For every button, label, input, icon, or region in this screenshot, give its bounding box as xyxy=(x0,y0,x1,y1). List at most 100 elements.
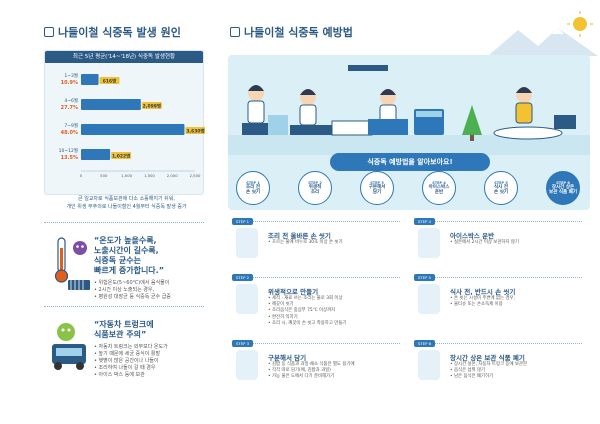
picnic-illustration xyxy=(228,65,590,155)
value-label-bg xyxy=(185,127,205,134)
step-circle-4: STEP 4 아이스박스 운반 xyxy=(422,171,456,205)
discard-food-icon xyxy=(418,350,440,380)
step-label: 장시간 상온 xyxy=(551,184,575,190)
first-aid-icon xyxy=(230,27,240,37)
card-divider xyxy=(232,277,400,278)
card-bullet: 세척 · 재료 쓰는 조리는 물로 3회 이상 xyxy=(268,296,400,302)
card-bullets: 세척 · 재료 쓰는 조리는 물로 3회 이상 깨끗이 씻기 조리음식은 중심부… xyxy=(268,296,400,327)
bar xyxy=(81,99,141,110)
percent-label: 48.0% xyxy=(61,130,78,136)
step-label: 위생적 xyxy=(308,184,322,190)
card-divider xyxy=(414,221,582,222)
cause1-heading-line-2: 노출시간이 길수록, xyxy=(94,246,159,255)
step-label: 운반 xyxy=(434,190,444,195)
step-card-6: STEP 6 장시간 상온 보관 식품 폐기 장시간 실온, 자동차 트렁크 등… xyxy=(414,340,582,394)
card-bullet: 손 씻는 시설이 주변에 없는 경우, xyxy=(450,296,582,302)
card-tag: STEP 3 xyxy=(232,340,254,347)
card-bullet: 조리 시, 깨끗이 손 씻고 착용하고 만들기 xyxy=(268,321,400,327)
step-card-5: STEP 5 식사 전, 반드시 손 씻기 손 씻는 시설이 주변에 없는 경우… xyxy=(414,274,582,328)
card-bullets: 장시간 실온, 자동차 트렁크 등에 보관한 음식은 섭취 않기 남은 음식은 … xyxy=(450,362,582,381)
thermometer-germ-icon xyxy=(54,237,90,290)
step-label: 보관 식품 폐기 xyxy=(549,190,577,195)
step-number: STEP 1 xyxy=(246,180,260,185)
card-bullets: 김밥 등 식품과 과일·채소 식품은 별도 용기에 각각 따로 담기(예, 김밥… xyxy=(268,362,400,381)
divider xyxy=(44,222,204,223)
step-card-4: STEP 4 아이스박스 운반 실온에서 2시간 이상 보관하지 않기 xyxy=(414,218,582,272)
cause-title-text: 나들이철 식중독 발생 원인 xyxy=(58,26,181,39)
divider xyxy=(44,306,204,307)
value-label: 616명 xyxy=(103,78,117,85)
cause1-heading: “온도가 높을수록, 노출시간이 길수록, 식중독 균수는 빠르게 증가합니다.… xyxy=(94,236,164,276)
prevention-title-text: 나들이철 식중독 예방법 xyxy=(244,26,353,39)
card-divider xyxy=(414,277,582,278)
card-bullet: 각각 따로 담기(예, 김밥과 과일) xyxy=(268,368,400,374)
value-label: 1,022명 xyxy=(112,153,130,160)
cause1-bullets: 위험온도(5~60℃)에서 음식물이 2시간 이상 노출되는 경우, 병원성 대… xyxy=(94,280,204,301)
step-number: STEP 2 xyxy=(308,180,322,185)
card-tag: STEP 2 xyxy=(232,274,254,281)
step-card-3: STEP 3 구분해서 담기 김밥 등 식품과 과일·채소 식품은 별도 용기에… xyxy=(232,340,400,394)
step-circle-1: STEP 1 조리 전 손 씻기 xyxy=(236,171,270,205)
card-bullet: 음식은 섭취 않기 xyxy=(450,368,582,374)
cause2-bullet: 햇볕이 많은 공간이나 나들이 xyxy=(94,358,204,365)
card-bullet: 깨끗이 씻기 xyxy=(268,302,400,308)
step-label: 아이스박스 xyxy=(428,184,450,190)
card-tag: STEP 6 xyxy=(414,340,436,347)
step-label: 담기 xyxy=(372,190,382,195)
cause1-heading-line-3: 식중독 균수는 xyxy=(94,256,141,265)
picnic-scene: 식중독 예방법을 알아보아요! STEP 1 조리 전 손 씻기 STEP 2 … xyxy=(228,55,590,210)
bar xyxy=(81,149,111,160)
cause2-bullet: 자동차 트렁크는 외부보다 온도가 xyxy=(94,344,204,351)
chart-note-line-2: 개인 위생 부주의로 나들이철인 4월부터 식중독 발생 증가 xyxy=(66,203,187,210)
card-bullet: 조리음식은 중심부 75℃ 이상까지 xyxy=(268,308,400,314)
step-label: 식사 전 xyxy=(494,184,508,190)
card-divider xyxy=(414,343,582,344)
value-label-bg xyxy=(141,102,162,109)
card-title: 조리 전 올바른 손 씻기 xyxy=(268,232,331,240)
chart-note-line-1: 큰 일교차로 식품보관에 다소 소홀해지기 쉬워, xyxy=(78,196,175,202)
percent-label: 13.5% xyxy=(61,155,78,161)
step-number: STEP 6 xyxy=(556,180,570,185)
step-number: STEP 5 xyxy=(494,180,508,185)
card-bullet: 흐르는 물에 비누로 30초 이상 손 씻기 xyxy=(268,240,400,246)
x-tick-label: 0 xyxy=(80,173,83,178)
hand-washing-icon xyxy=(236,228,258,258)
card-divider xyxy=(232,343,400,344)
x-tick-label: 1,500 xyxy=(144,173,155,178)
card-title: 장시간 상온 보관 식품 폐기 xyxy=(450,354,525,362)
prevention-banner: 식중독 예방법을 알아보아요! xyxy=(330,153,490,171)
value-label: 3,630명 xyxy=(186,128,204,135)
x-tick-label: 2,500 xyxy=(190,173,201,178)
cause2-heading-line-2: 식품보관 주의” xyxy=(94,330,147,339)
x-tick-label: 2,000 xyxy=(167,173,178,178)
card-bullet: 가능 물은 도에서 다기 준비해가기 xyxy=(268,374,400,380)
cause2-heading-line-1: “자동차 트렁크에 xyxy=(94,320,154,329)
cause2-bullets: 자동차 트렁크는 외부보다 온도가 높기 때문에 세균 증식이 활발 햇볕이 많… xyxy=(94,344,204,379)
x-tick-label: 1,000 xyxy=(121,173,132,178)
percent-label: 10.9% xyxy=(61,80,78,86)
x-tick-label: 500 xyxy=(100,173,108,178)
value-label-bg xyxy=(99,77,120,84)
cause1-bullet: 병원성 대장균 등 식중독 균수 급증 xyxy=(94,294,204,301)
cause1-bullet: 2시간 이상 노출되는 경우, xyxy=(94,287,204,294)
card-title: 식사 전, 반드시 손 씻기 xyxy=(450,288,516,296)
value-label: 2,099명 xyxy=(143,103,161,110)
prevention-panel: 나들이철 식중독 예방법 xyxy=(218,0,600,424)
car-trunk-germ-icon xyxy=(52,323,86,370)
step-circle-3: STEP 3 구분해서 담기 xyxy=(360,171,394,205)
cause-section-title: 나들이철 식중독 발생 원인 xyxy=(44,24,181,40)
cause2-bullet: 아이스 박스 등에 보관 xyxy=(94,372,204,379)
prevention-section-title: 나들이철 식중독 예방법 xyxy=(230,24,353,40)
step-circle-5: STEP 5 식사 전 손 씻기 xyxy=(484,171,518,205)
value-label-bg xyxy=(111,152,132,159)
card-bullet: 김밥 등 식품과 과일·채소 식품은 별도 용기에 xyxy=(268,362,400,368)
steps-band: STEP 1 조리 전 손 씻기 STEP 2 위생적 조리 STEP 3 구분… xyxy=(232,171,586,207)
ice-box-thermometer-icon xyxy=(418,228,440,258)
card-title: 아이스박스 운반 xyxy=(450,232,495,240)
category-label: 4~6월 xyxy=(64,97,78,104)
lunchbox-icon xyxy=(236,350,258,380)
cause1-heading-line-1: “온도가 높을수록, xyxy=(94,236,157,245)
card-bullets: 손 씻는 시설이 주변에 없는 경우, 물티슈 또는 손소독제 이용 xyxy=(450,296,582,308)
bar xyxy=(81,124,185,135)
